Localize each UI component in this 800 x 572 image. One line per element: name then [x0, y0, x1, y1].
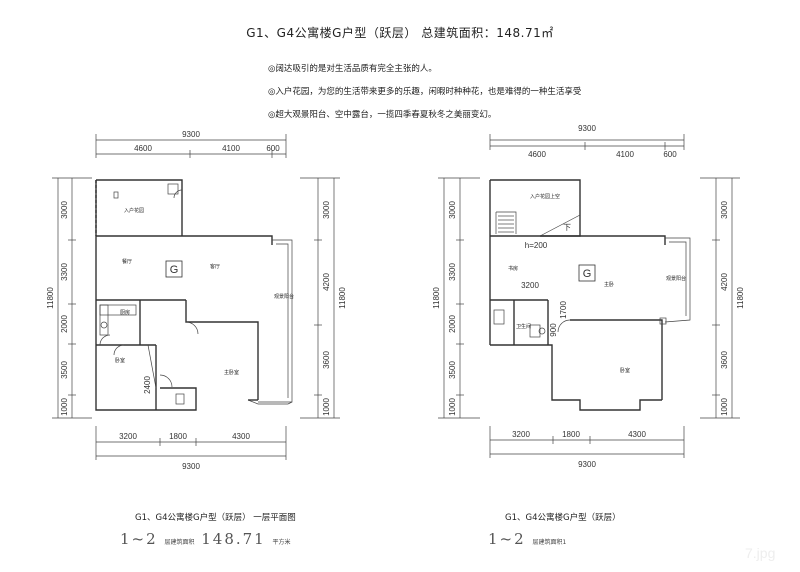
right-plan-caption: G1、G4公寓楼G户型（跃层）: [505, 513, 621, 523]
left-dim-overall-right: 11800: [338, 287, 347, 309]
right-dim-right-seg-1: 3000: [720, 201, 729, 219]
right-room-master: 主卧: [604, 281, 614, 288]
right-stair-mark: 下: [563, 223, 571, 232]
right-dim-left-seg-2: 3300: [448, 263, 457, 281]
left-dim-overall-left: 11800: [46, 287, 55, 309]
left-dim-bottom-seg-1: 3200: [119, 432, 137, 441]
left-area-label: 层建筑面积: [164, 539, 195, 546]
left-dim-top-total: 9300: [182, 130, 200, 139]
right-dim-bottom-total: 9300: [578, 460, 596, 469]
right-dim-left-seg-1: 3000: [448, 201, 457, 219]
right-dim-overall-right: 11800: [736, 287, 745, 309]
left-dim-right-seg-1: 3000: [322, 201, 331, 219]
right-unit-mark: G: [583, 268, 592, 280]
left-dim-left-seg-4: 3500: [60, 361, 69, 379]
feature-notes: ◎阔达吸引的是对生活品质有完全主张的人。 ◎入户花园，为您的生活带来更多的乐趣，…: [268, 58, 581, 127]
note-3: ◎超大观景阳台、空中露台，一揽四季春夏秋冬之美丽变幻。: [268, 110, 497, 120]
left-dim-right-seg-2: 4200: [322, 273, 331, 291]
left-plan-area: 1~2 层建筑面积 148.71 平方米: [120, 530, 291, 548]
left-room-living: 客厅: [210, 263, 220, 270]
note-2: ◎入户花园，为您的生活带来更多的乐趣，闲暇时种种花，也是难得的一种生活享受: [268, 87, 582, 97]
left-dim-top-seg-3: 600: [266, 144, 280, 153]
right-room-bedroom: 卧室: [620, 367, 630, 374]
left-room-bedroom: 卧室: [115, 357, 125, 364]
right-room-garden-void: 入户花园上空: [530, 193, 560, 200]
right-dim-overall-left: 11800: [432, 287, 441, 309]
right-area-prefix: 1~2: [488, 530, 526, 548]
right-dim-inner-3200: 3200: [521, 281, 539, 290]
right-area-label: 层建筑面积1: [532, 539, 567, 546]
right-dim-left-seg-4: 3500: [448, 361, 457, 379]
right-dim-right-seg-3: 3600: [720, 351, 729, 369]
right-dim-bottom-seg-1: 3200: [512, 430, 530, 439]
left-unit-mark: G: [170, 264, 179, 276]
right-dim-bottom-seg-3: 4300: [628, 430, 646, 439]
left-dim-left-seg-1: 3000: [60, 201, 69, 219]
left-room-balcony: 观景阳台: [274, 293, 294, 300]
left-dim-right-seg-4: 1000: [322, 398, 331, 416]
right-dim-bottom-seg-2: 1800: [562, 430, 580, 439]
right-dim-right-seg-2: 4200: [720, 273, 729, 291]
left-dim-top-seg-1: 4600: [134, 144, 152, 153]
right-dim-inner-1700: 1700: [559, 301, 568, 319]
page-title: G1、G4公寓楼G户型（跃层） 总建筑面积：148.71㎡: [246, 26, 554, 40]
left-area-prefix: 1~2: [120, 530, 158, 548]
left-dim-bottom-seg-3: 4300: [232, 432, 250, 441]
left-dim-right-seg-3: 3600: [322, 351, 331, 369]
left-dim-top-seg-2: 4100: [222, 144, 240, 153]
right-dim-top-seg-1: 4600: [528, 150, 546, 159]
left-area-value: 148.71: [201, 530, 266, 548]
left-area-unit: 平方米: [272, 539, 291, 546]
right-dim-top-seg-3: 600: [663, 150, 677, 159]
left-dim-left-seg-3: 2000: [60, 315, 69, 333]
right-dim-right-seg-4: 1000: [720, 398, 729, 416]
left-dim-left-seg-2: 3300: [60, 263, 69, 281]
right-dim-left-seg-3: 2000: [448, 315, 457, 333]
left-dim-bottom-total: 9300: [182, 462, 200, 471]
right-plan-area: 1~2 层建筑面积1: [488, 530, 566, 548]
left-dim-inner: 2400: [143, 376, 152, 394]
note-1: ◎阔达吸引的是对生活品质有完全主张的人。: [268, 64, 437, 74]
right-room-balcony: 观景阳台: [666, 275, 686, 282]
right-room-study: 书房: [508, 265, 518, 272]
left-plan-caption: G1、G4公寓楼G户型（跃层） 一层平面图: [135, 513, 296, 523]
right-room-bathroom: 卫生间: [516, 323, 531, 330]
left-room-master: 主卧室: [224, 369, 239, 376]
watermark: 7.jpg: [745, 545, 776, 561]
left-dim-left-seg-5: 1000: [60, 398, 69, 416]
right-dim-h200: h=200: [525, 241, 548, 250]
right-dim-top-total: 9300: [578, 124, 596, 133]
left-room-dining: 餐厅: [122, 258, 132, 265]
left-dim-bottom-seg-2: 1800: [169, 432, 187, 441]
right-dim-inner-900: 900: [549, 323, 558, 337]
left-room-entry-garden: 入户花园: [124, 207, 144, 214]
right-dim-top-seg-2: 4100: [616, 150, 634, 159]
right-dim-left-seg-5: 1000: [448, 398, 457, 416]
left-room-kitchen: 厨房: [120, 309, 130, 316]
